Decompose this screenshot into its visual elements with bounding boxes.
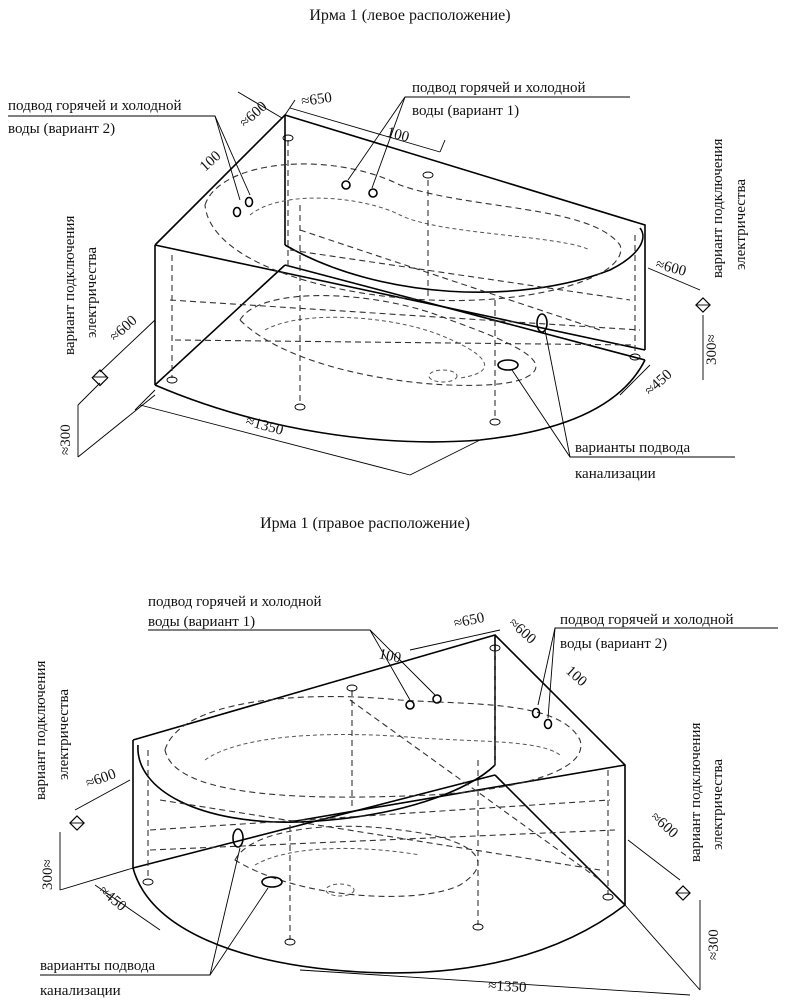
left-water-v2-label-line1: подвод горячей и холодной (8, 98, 182, 114)
left-connection-points (232, 180, 548, 383)
left-water-v2-label-line2: воды (вариант 2) (8, 121, 115, 137)
left-water-v2-point-b (244, 196, 254, 208)
right-water-v1-point-a (405, 700, 415, 710)
left-dim-100-left: 100 (197, 148, 224, 175)
right-drain-label-line2: канализации (40, 983, 121, 999)
left-dim-600-left: ≈600 (107, 313, 141, 345)
left-tub-hidden-lines (169, 163, 641, 386)
left-drain-point-a (497, 359, 519, 371)
right-support-legs (142, 644, 614, 946)
left-leader-lines (8, 96, 735, 458)
left-elec-right-label-line2: электричества (733, 179, 749, 270)
right-dim-600-top: ≈600 (505, 615, 539, 647)
right-diagram-title: Ирма 1 (правое расположение) (260, 515, 470, 532)
left-water-v1-point-a (341, 180, 351, 190)
left-bathtub-frame (154, 114, 646, 443)
left-water-v2-point-a (232, 206, 242, 218)
left-dim-300-right: 300≈ (704, 334, 720, 365)
right-water-v2-label-line2: воды (вариант 2) (560, 636, 667, 652)
left-dim-300-left: ≈300 (58, 424, 74, 455)
left-dim-650: ≈650 (300, 90, 333, 110)
right-dim-600-left: ≈600 (84, 766, 118, 792)
right-water-v1-label-line2: воды (вариант 1) (148, 614, 255, 630)
left-dim-450: ≈450 (642, 367, 676, 399)
right-electric-points (69, 815, 691, 901)
right-connection-points (232, 694, 553, 897)
left-dim-600-top: ≈600 (237, 99, 271, 131)
left-elec-right-label-line1: вариант подключения (710, 139, 726, 278)
right-water-v2-point-b (543, 718, 553, 730)
left-drain-label-line2: канализации (575, 466, 656, 482)
right-elec-right-label-line2: электричества (710, 759, 726, 850)
left-arrangement-diagram: Ирма 1 (левое расположение) (8, 7, 749, 482)
left-diagram-title: Ирма 1 (левое расположение) (309, 7, 510, 24)
right-dim-450: ≈450 (95, 883, 129, 915)
left-drain-point-b (536, 313, 548, 333)
left-elec-left-label-line2: электричества (84, 247, 100, 338)
right-dim-300-right: ≈300 (706, 929, 722, 960)
right-drain-label-line1: варианты подвода (40, 958, 156, 974)
right-dim-650: ≈650 (453, 610, 486, 632)
right-water-v1-label-line1: подвод горячей и холодной (148, 594, 322, 610)
left-water-v1-label-line2: воды (вариант 1) (412, 103, 519, 119)
right-tub-hidden-lines (149, 695, 616, 897)
right-drain-point-a (232, 828, 244, 848)
right-dim-300-left: 300≈ (40, 859, 56, 890)
left-support-legs (166, 134, 641, 426)
left-drain-label-line1: варианты подвода (575, 440, 691, 456)
left-dim-100-right: 100 (385, 124, 411, 145)
right-elec-left-label-line1: вариант подключения (33, 661, 49, 800)
right-dim-600-right: ≈600 (647, 809, 681, 841)
right-drain-point-b (261, 876, 283, 888)
left-water-v1-label-line1: подвод горячей и холодной (412, 80, 586, 96)
right-elec-right-label-line1: вариант подключения (688, 723, 704, 862)
right-elec-left-label-line2: электричества (56, 689, 72, 780)
right-water-v2-point-a (531, 707, 541, 719)
right-dimension-lines (59, 629, 701, 996)
right-dim-100-right: 100 (562, 663, 589, 690)
right-dim-1350: ≈1350 (488, 978, 527, 996)
right-dim-100-left: 100 (377, 646, 402, 666)
right-water-v1-point-b (432, 694, 442, 704)
right-leader-lines (40, 627, 778, 976)
left-elec-left-label-line1: вариант подключения (62, 216, 78, 355)
left-dim-1350: ≈1350 (244, 413, 285, 438)
left-dimension-lines (77, 91, 704, 476)
right-arrangement-diagram: Ирма 1 (правое расположение) (33, 515, 778, 999)
left-dim-600-right: ≈600 (654, 256, 688, 279)
left-water-v1-point-b (368, 188, 378, 198)
right-water-v2-label-line1: подвод горячей и холодной (560, 612, 734, 628)
right-bathtub-frame (132, 634, 626, 974)
left-electric-points (91, 297, 711, 387)
